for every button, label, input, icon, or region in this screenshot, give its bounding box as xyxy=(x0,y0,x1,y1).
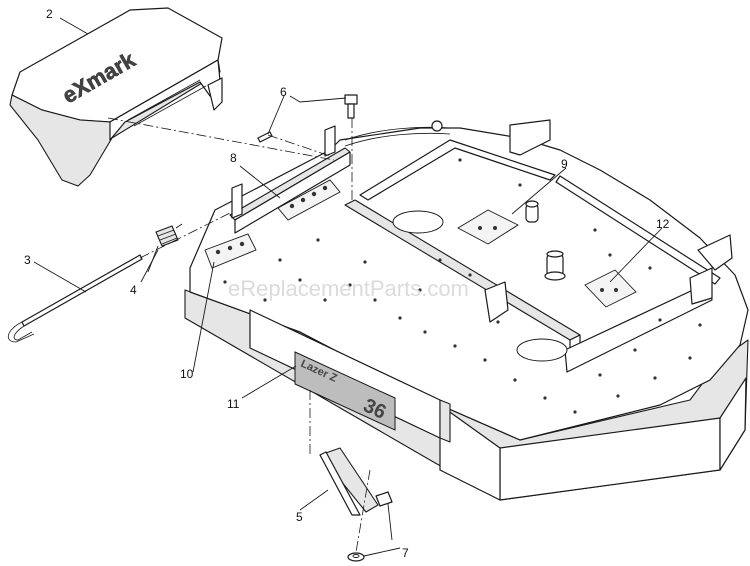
deck-brand-badge: Lazer Z 36 xyxy=(294,351,396,431)
bolt-part-6 xyxy=(257,94,358,143)
callout-labels: 2 6 8 9 12 3 4 10 11 5 7 xyxy=(24,7,670,560)
callout-5: 5 xyxy=(296,510,303,524)
phantom-lines xyxy=(107,117,371,553)
decal-8 xyxy=(277,179,341,221)
decal-12 xyxy=(584,269,637,308)
callout-6: 6 xyxy=(280,85,287,99)
callout-3: 3 xyxy=(24,253,31,267)
deflector-blade xyxy=(319,447,379,516)
callout-10: 10 xyxy=(180,367,194,381)
callout-8: 8 xyxy=(230,151,237,165)
leader-lines xyxy=(33,17,663,557)
callout-4: 4 xyxy=(130,283,137,297)
callout-2: 2 xyxy=(46,7,53,21)
callout-12: 12 xyxy=(656,217,670,231)
bolt-holes xyxy=(223,158,702,414)
watermark: eReplacementParts.com xyxy=(228,276,469,301)
torsion-spring xyxy=(147,223,183,273)
chute-rod xyxy=(8,254,143,343)
callout-7: 7 xyxy=(402,546,409,560)
discharge-chute: eXmark xyxy=(9,7,223,187)
mower-deck: Lazer Z 36 xyxy=(184,119,749,501)
nuts-part-7 xyxy=(347,491,393,562)
decal-10 xyxy=(204,233,257,269)
callout-9: 9 xyxy=(561,157,568,171)
callout-11: 11 xyxy=(227,397,240,411)
decal-9 xyxy=(457,209,519,245)
